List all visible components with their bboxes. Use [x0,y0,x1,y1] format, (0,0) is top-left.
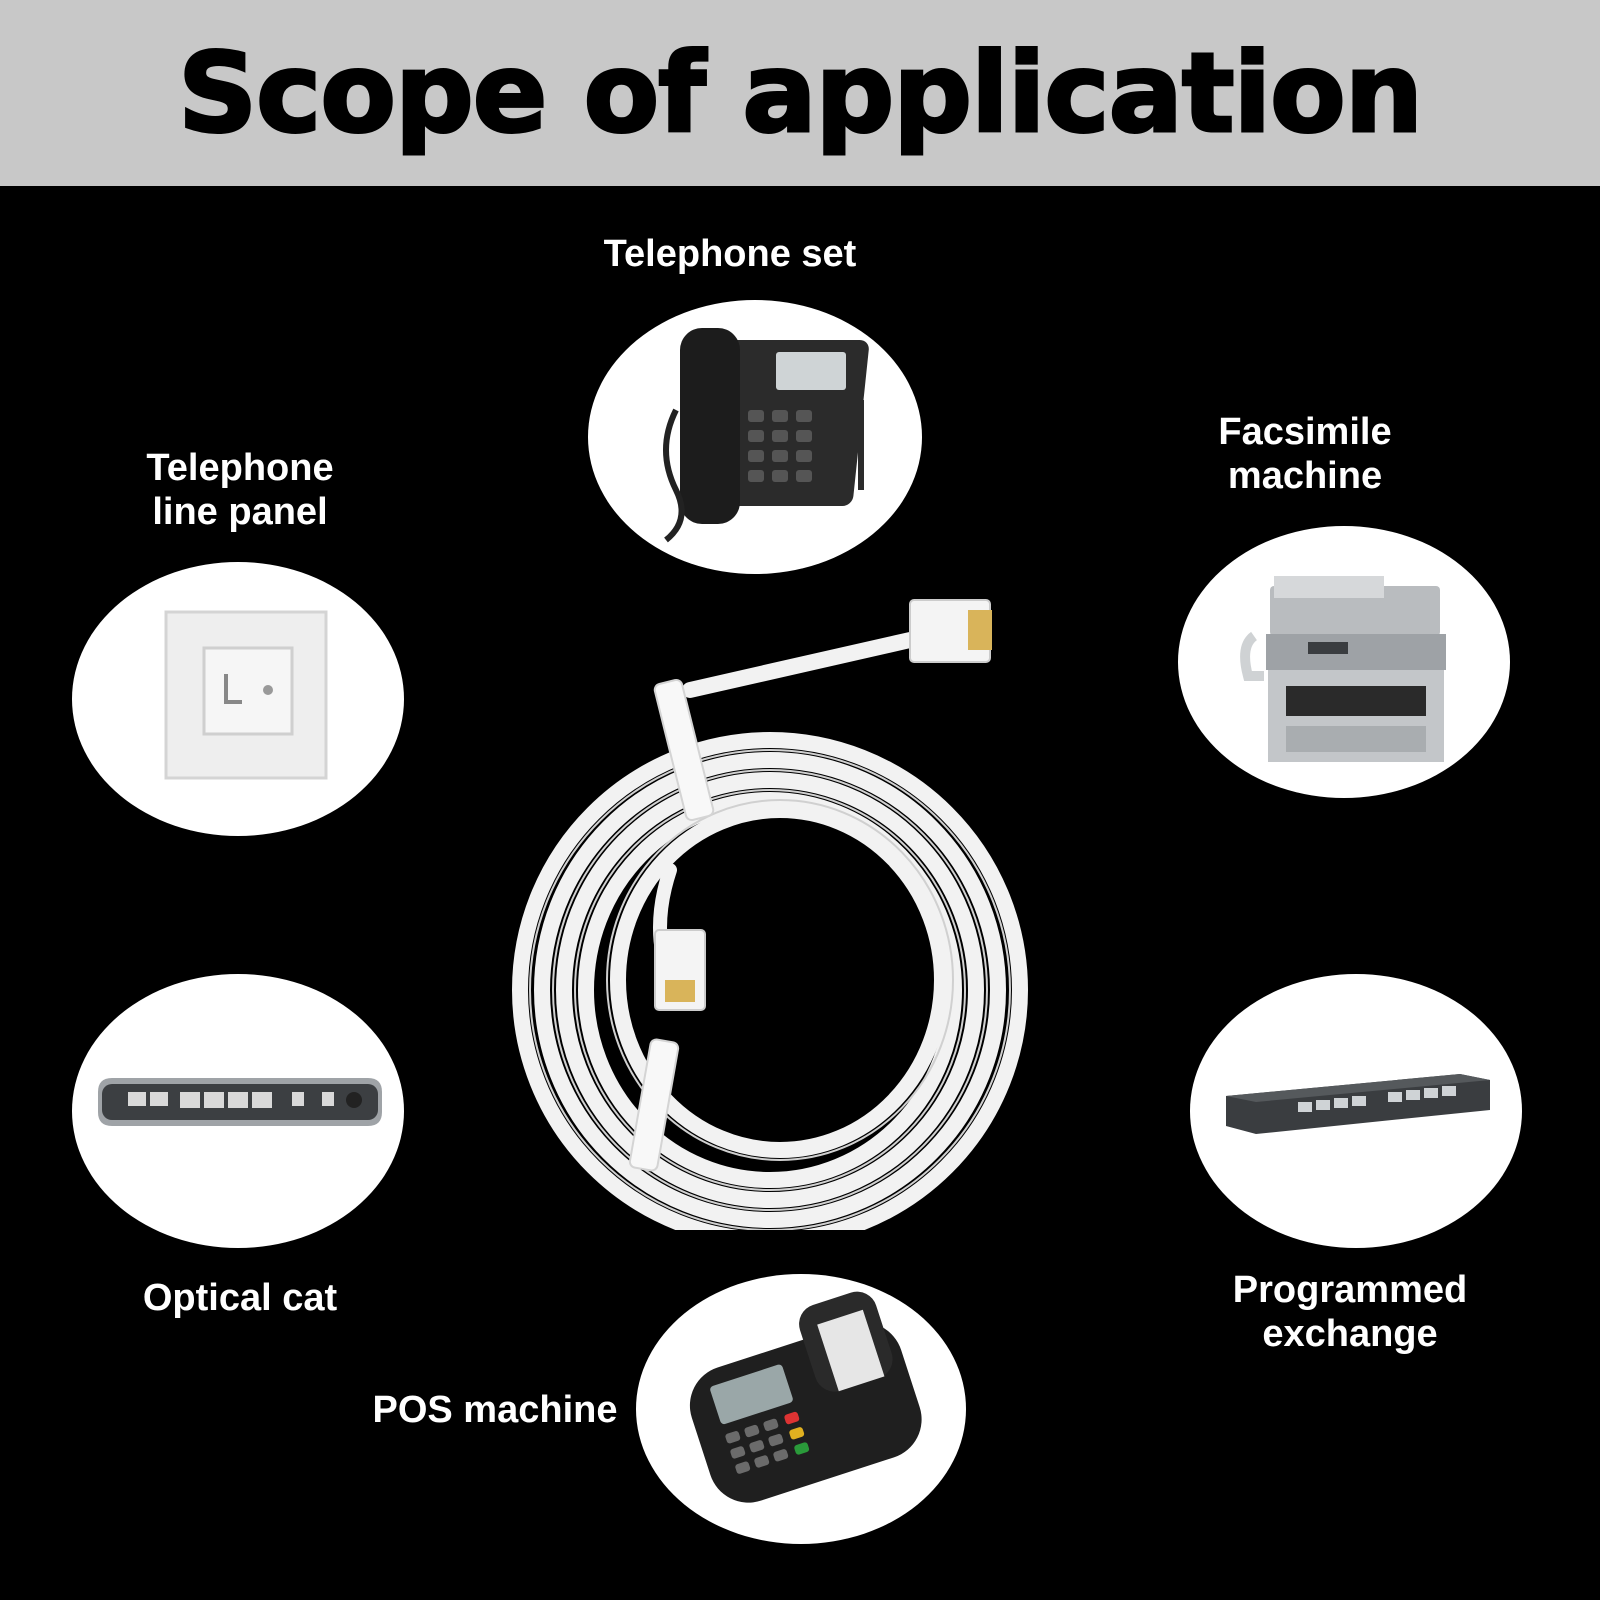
label-line: Optical cat [142,1277,338,1319]
label-programmed-exchange: Programmed exchange [1200,1268,1500,1356]
facsimile-machine-bubble [1178,526,1510,798]
telephone-line-panel-bubble [72,562,404,836]
label-optical-cat: Optical cat [100,1276,380,1320]
label-line: line panel [152,491,328,533]
label-telephone-line-panel: Telephone line panel [110,446,370,534]
label-line: machine [1227,455,1383,497]
cable-tie-bottom [628,1038,680,1172]
wall-socket-icon [164,610,328,780]
header-banner: Scope of application [0,0,1600,186]
page-title: Scope of application [176,28,1424,159]
label-line: exchange [1262,1313,1438,1355]
label-line: Telephone set [603,233,857,275]
label-telephone-set: Telephone set [560,232,900,276]
pos-machine-bubble [636,1274,966,1544]
programmed-exchange-bubble [1190,974,1522,1248]
telephone-icon [663,328,869,543]
label-line: Programmed [1232,1269,1468,1311]
router-icon [98,1078,382,1126]
telephone-set-bubble [588,300,922,574]
label-line: POS machine [372,1389,618,1431]
optical-cat-bubble [72,974,404,1248]
cable-tie-top [653,678,715,822]
label-line: Telephone [146,447,334,489]
network-switch-icon [1226,1074,1490,1134]
label-line: Facsimile [1218,411,1392,453]
label-facsimile-machine: Facsimile machine [1180,410,1430,498]
pos-terminal-icon [689,1291,922,1503]
label-pos-machine: POS machine [350,1388,640,1432]
coiled-phone-cable [512,599,1028,1230]
fax-machine-icon [1240,576,1446,762]
